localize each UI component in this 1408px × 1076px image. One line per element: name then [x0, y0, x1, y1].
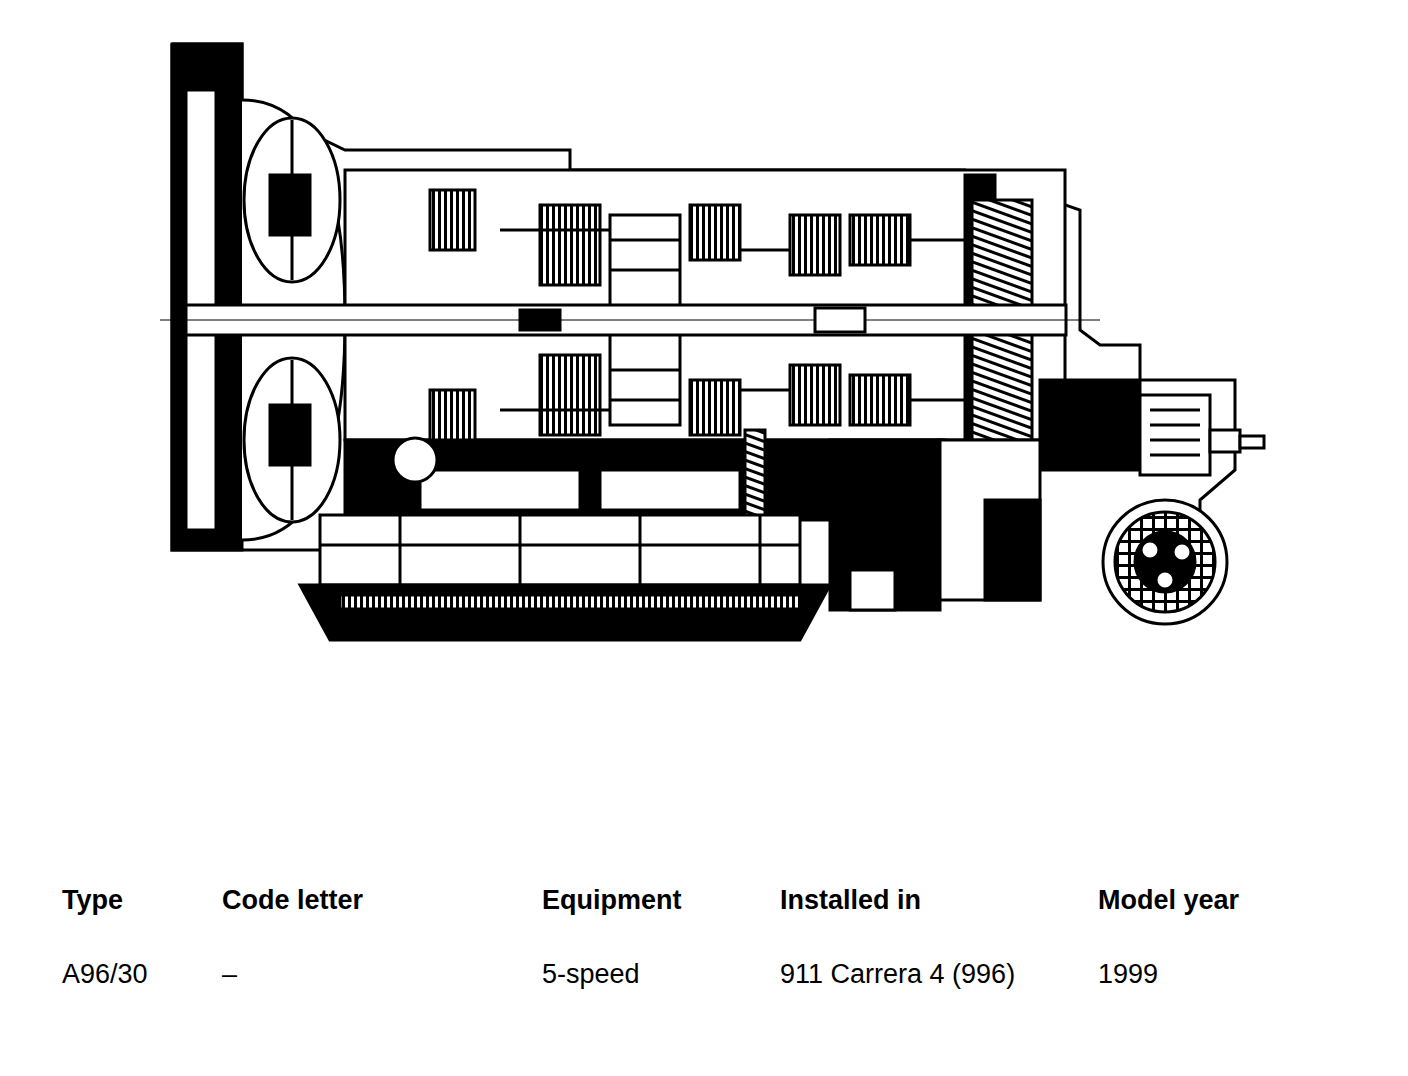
table-header: Installed in: [780, 884, 921, 916]
table-header: Model year: [1098, 884, 1239, 916]
table-cell: 5-speed: [542, 958, 640, 990]
table-header: Equipment: [542, 884, 682, 916]
table-cell: A96/30: [62, 958, 148, 990]
table-cell: –: [222, 958, 237, 990]
table-cell: 911 Carrera 4 (996): [780, 958, 1015, 990]
table-header: Type: [62, 884, 123, 916]
table-header: Code letter: [222, 884, 363, 916]
table-cell: 1999: [1098, 958, 1158, 990]
